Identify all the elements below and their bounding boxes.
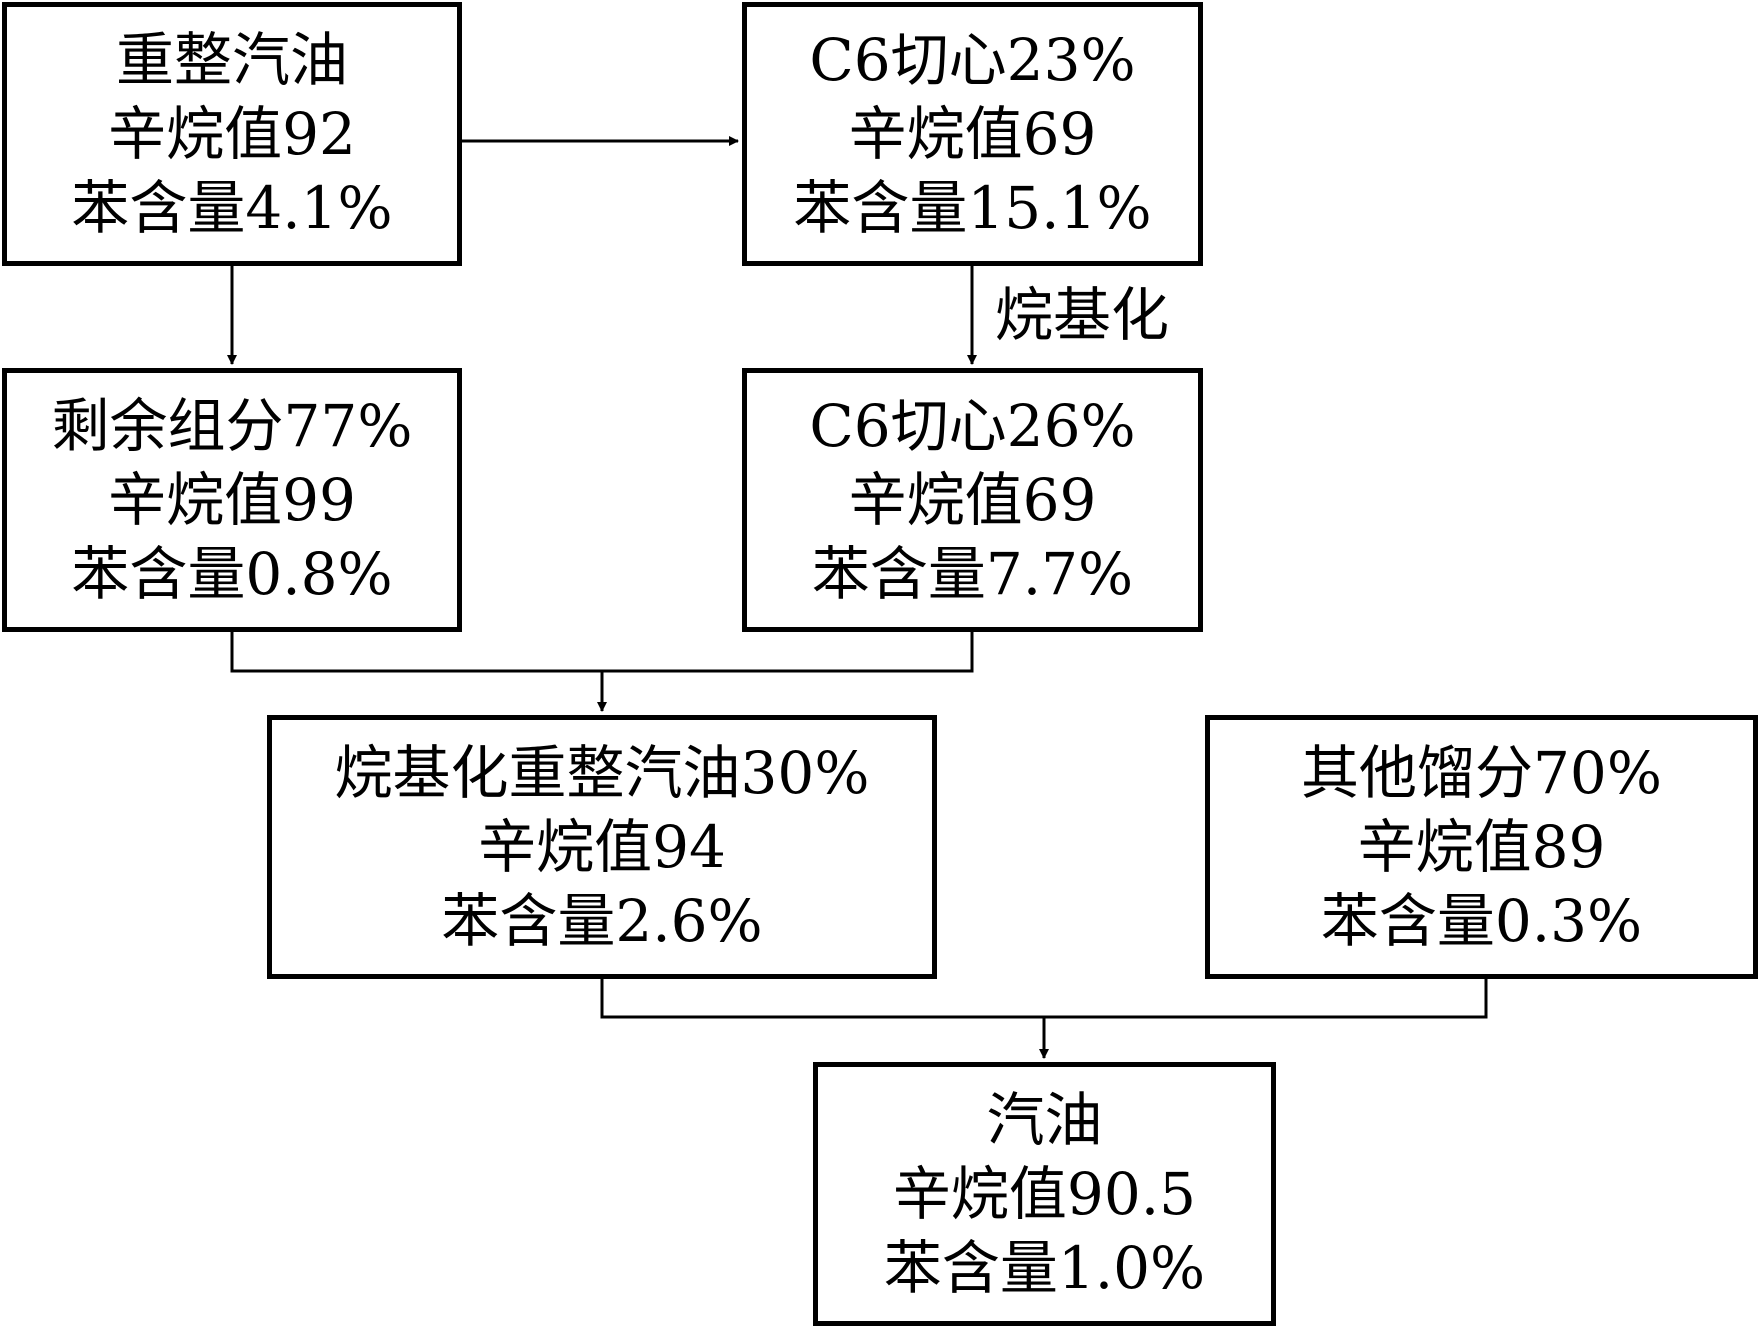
node-reformate: 重整汽油 辛烷值92 苯含量4.1% <box>2 2 462 266</box>
node-alkylated-reformate-benzene: 苯含量2.6% <box>441 887 763 955</box>
merge-connector-upper <box>230 632 974 673</box>
node-c6-cut-2-octane: 辛烷值69 <box>848 466 1097 534</box>
node-remaining-octane: 辛烷值99 <box>108 466 356 534</box>
node-reformate-name: 重整汽油 <box>115 26 348 94</box>
node-gasoline-octane: 辛烷值90.5 <box>892 1160 1197 1228</box>
node-other-fractions: 其他馏分70% 辛烷值89 苯含量0.3% <box>1205 715 1758 979</box>
node-c6-cut-2: C6切心26% 辛烷值69 苯含量7.7% <box>742 368 1203 632</box>
node-other-fractions-benzene: 苯含量0.3% <box>1320 887 1643 955</box>
node-c6-cut-1: C6切心23% 辛烷值69 苯含量15.1% <box>742 2 1203 266</box>
node-c6-cut-2-name: C6切心26% <box>809 392 1136 460</box>
node-gasoline-benzene: 苯含量1.0% <box>883 1234 1206 1302</box>
node-gasoline-name: 汽油 <box>986 1086 1103 1154</box>
edge-label-alkylation: 烷基化 <box>995 281 1170 349</box>
node-c6-cut-1-benzene: 苯含量15.1% <box>793 174 1152 242</box>
node-alkylated-reformate-octane: 辛烷值94 <box>478 813 726 881</box>
node-c6-cut-1-name: C6切心23% <box>809 26 1136 94</box>
node-remaining-name: 剩余组分77% <box>51 392 413 460</box>
node-reformate-octane: 辛烷值92 <box>108 100 356 168</box>
node-remaining-benzene: 苯含量0.8% <box>71 540 393 608</box>
node-c6-cut-1-octane: 辛烷值69 <box>848 100 1097 168</box>
node-gasoline: 汽油 辛烷值90.5 苯含量1.0% <box>813 1062 1276 1326</box>
node-alkylated-reformate: 烷基化重整汽油30% 辛烷值94 苯含量2.6% <box>267 715 937 979</box>
node-remaining: 剩余组分77% 辛烷值99 苯含量0.8% <box>2 368 462 632</box>
node-other-fractions-octane: 辛烷值89 <box>1357 813 1606 881</box>
node-reformate-benzene: 苯含量4.1% <box>71 174 393 242</box>
node-other-fractions-name: 其他馏分70% <box>1301 739 1662 807</box>
merge-connector-lower <box>600 979 1488 1019</box>
node-alkylated-reformate-name: 烷基化重整汽油30% <box>334 739 870 807</box>
node-c6-cut-2-benzene: 苯含量7.7% <box>811 540 1134 608</box>
